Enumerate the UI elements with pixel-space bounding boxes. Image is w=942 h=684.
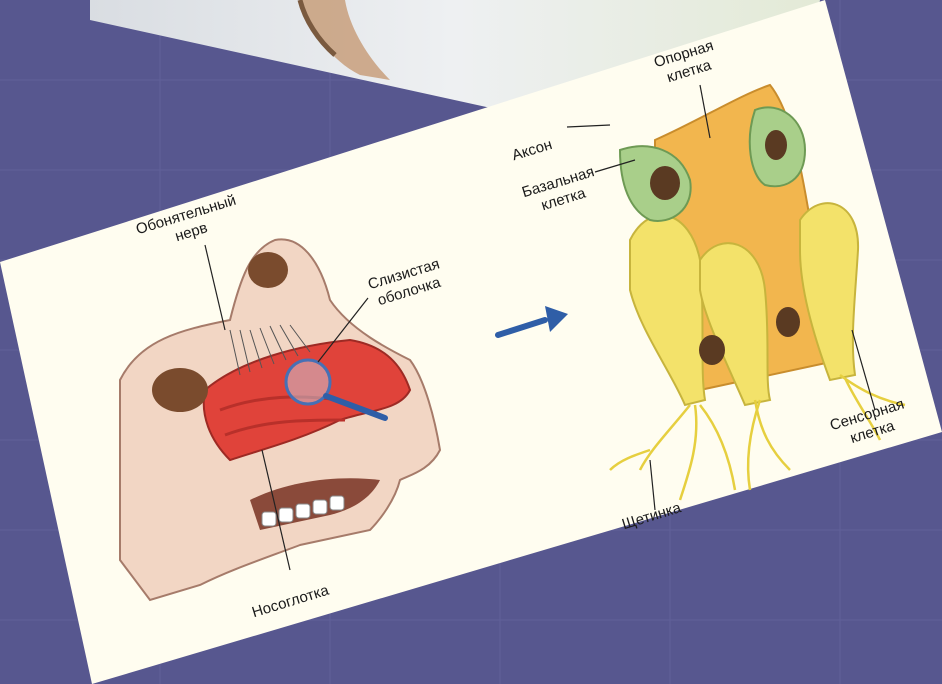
frontal-sinus	[248, 252, 288, 288]
sphenoid-sinus	[152, 368, 208, 412]
